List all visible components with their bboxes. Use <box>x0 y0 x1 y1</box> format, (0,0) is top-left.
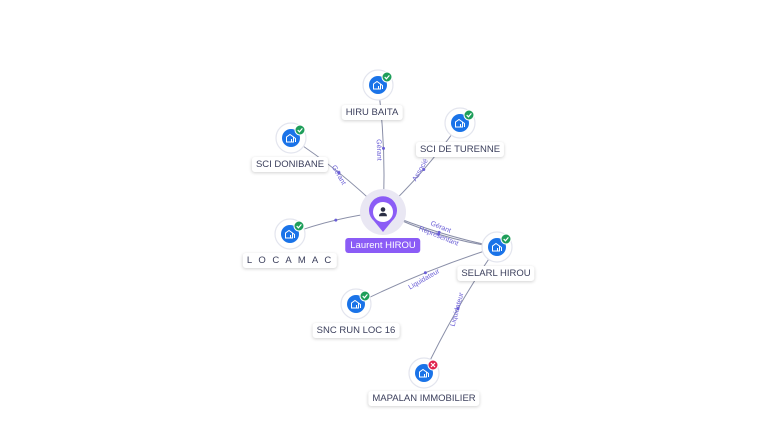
building-icon-shape <box>460 121 465 127</box>
company-node-sci-turenne[interactable] <box>444 107 476 139</box>
building-icon-shape <box>373 80 381 90</box>
check-icon <box>500 233 512 245</box>
node-label-snc[interactable]: SNC RUN LOC 16 <box>312 323 400 338</box>
check-icon <box>293 220 305 232</box>
company-node-sci-donibane[interactable] <box>275 122 307 154</box>
user-icon-head <box>380 207 386 212</box>
building-icon <box>286 133 296 143</box>
nodes-layer <box>274 69 513 389</box>
person-pin-inner <box>373 202 393 222</box>
company-node-snc[interactable] <box>340 288 372 320</box>
building-icon-shape <box>286 133 294 143</box>
badge-circle <box>463 109 475 121</box>
node-label-person[interactable]: Laurent HIROU <box>345 238 421 253</box>
badge-mark <box>362 294 368 299</box>
badge-mark <box>297 128 303 133</box>
badge-mark <box>384 75 390 80</box>
edge-label: Liquidateur <box>450 291 466 327</box>
company-node-mapalan[interactable] <box>408 357 440 389</box>
building-icon-shape <box>492 242 500 252</box>
node-label-sci-donibane[interactable]: SCI DONIBANE <box>251 157 329 172</box>
cross-icon <box>427 359 439 371</box>
badge-mark <box>296 224 302 229</box>
building-icon-shape <box>351 299 359 309</box>
building-icon-shape <box>291 136 296 142</box>
edge-arrow-dot <box>334 218 338 222</box>
edge-label: Gérant <box>375 139 383 161</box>
node-label-locamac[interactable]: L O C A M A C <box>242 253 338 268</box>
badge-mark <box>503 237 509 242</box>
badge-circle <box>294 124 306 136</box>
building-icon <box>373 80 383 90</box>
badge-mark <box>430 362 436 368</box>
check-icon <box>463 109 475 121</box>
building-icon-shape <box>419 368 427 378</box>
user-icon <box>379 207 387 217</box>
edge-label: Gérant <box>330 164 347 186</box>
company-node-locamac[interactable] <box>274 218 306 250</box>
check-icon <box>381 71 393 83</box>
building-icon <box>419 368 429 378</box>
building-icon-shape <box>455 118 463 128</box>
check-icon <box>294 124 306 136</box>
edge-label: Liquidateur <box>408 268 442 292</box>
node-label-sci-turenne[interactable]: SCI DE TURENNE <box>415 142 505 157</box>
edge-arrow-dot <box>337 171 341 175</box>
building-icon-shape <box>378 83 383 89</box>
node-label-selarl[interactable]: SELARL HIROU <box>457 266 535 281</box>
badge-circle <box>381 71 393 83</box>
edge-arrow-dot <box>422 167 426 171</box>
edge-label: Associé <box>412 158 430 183</box>
edge-arrow-dot <box>381 146 385 150</box>
edge-arrow-dot <box>437 232 441 236</box>
edge-arrow-dot <box>423 271 427 275</box>
building-icon-shape <box>356 302 361 308</box>
building-icon <box>351 299 361 309</box>
edge-arrow-dot <box>456 306 460 310</box>
company-node-selarl[interactable] <box>481 231 513 263</box>
node-label-hiru[interactable]: HIRU BAITA <box>341 105 403 120</box>
badge-mark <box>466 113 472 118</box>
building-icon-shape <box>285 229 293 239</box>
node-label-mapalan[interactable]: MAPALAN IMMOBILIER <box>368 391 480 406</box>
badge-circle <box>359 290 371 302</box>
person-node[interactable] <box>360 189 406 235</box>
check-icon <box>359 290 371 302</box>
building-icon <box>285 229 295 239</box>
building-icon <box>455 118 465 128</box>
badge-circle <box>293 220 305 232</box>
building-icon-shape <box>497 245 502 251</box>
building-icon-shape <box>290 232 295 238</box>
badge-circle <box>500 233 512 245</box>
building-icon <box>492 242 502 252</box>
building-icon-shape <box>424 371 429 377</box>
company-node-hiru[interactable] <box>362 69 394 101</box>
user-icon-body <box>379 212 387 217</box>
